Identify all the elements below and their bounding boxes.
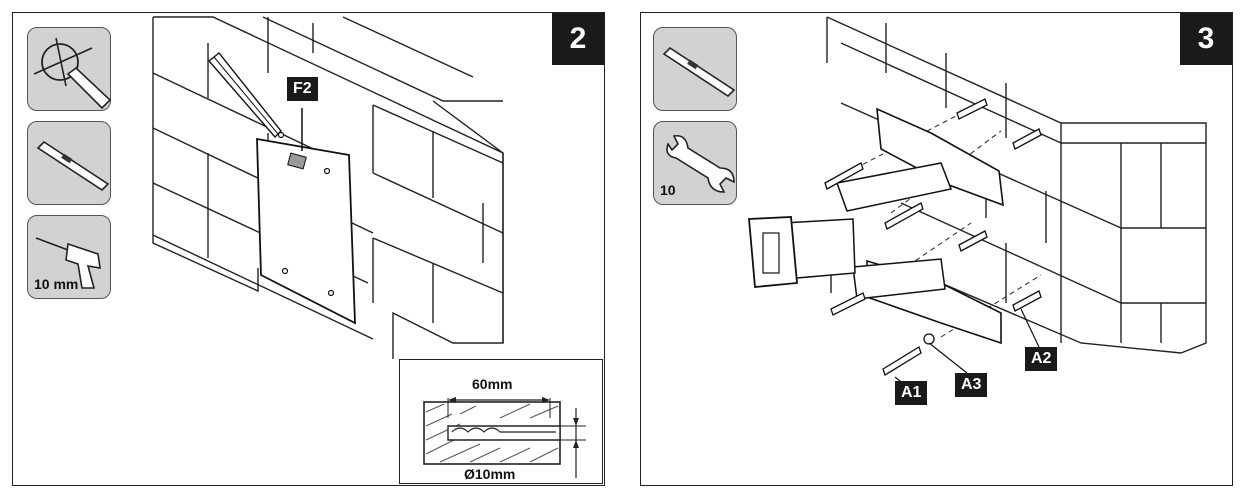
drill-bit-size-label: 10 mm — [34, 276, 79, 292]
step-2-panel: 2 F2 10 mm — [12, 12, 605, 486]
wall-plug-section-diagram — [423, 397, 586, 478]
spirit-level-icon — [662, 46, 736, 98]
dowel-diameter-label: Ø10mm — [464, 466, 516, 482]
wall-template-illustration — [152, 16, 504, 359]
spirit-level-icon — [36, 140, 110, 192]
mounting-template-plate — [256, 137, 356, 325]
part-label-a1: A1 — [895, 381, 928, 405]
drill-icon — [35, 237, 101, 289]
template-label-f2: F2 — [287, 77, 318, 101]
pencil-illustration — [207, 52, 282, 139]
pencil-marking-icon — [33, 37, 112, 110]
part-label-a2: A2 — [1025, 347, 1058, 371]
part-label-a3: A3 — [955, 373, 988, 397]
wrench-icon — [666, 134, 735, 193]
tv-mount-head — [748, 216, 798, 288]
step-number-badge: 3 — [1180, 13, 1232, 65]
step-number-badge: 2 — [552, 13, 604, 65]
spirit-level-tool — [27, 121, 111, 205]
dowel-length-label: 60mm — [472, 376, 513, 392]
spirit-level-tool — [653, 27, 737, 111]
wrench-size-label: 10 — [660, 182, 676, 198]
drill-tool: 10 mm — [27, 215, 111, 299]
wrench-tool: 10 — [653, 121, 737, 205]
pencil-marking-tool — [27, 27, 112, 111]
step-3-panel: 3 A2 A1 A3 10 — [640, 12, 1233, 486]
dowel-dimension-inset: 60mm Ø10mm — [399, 359, 603, 484]
